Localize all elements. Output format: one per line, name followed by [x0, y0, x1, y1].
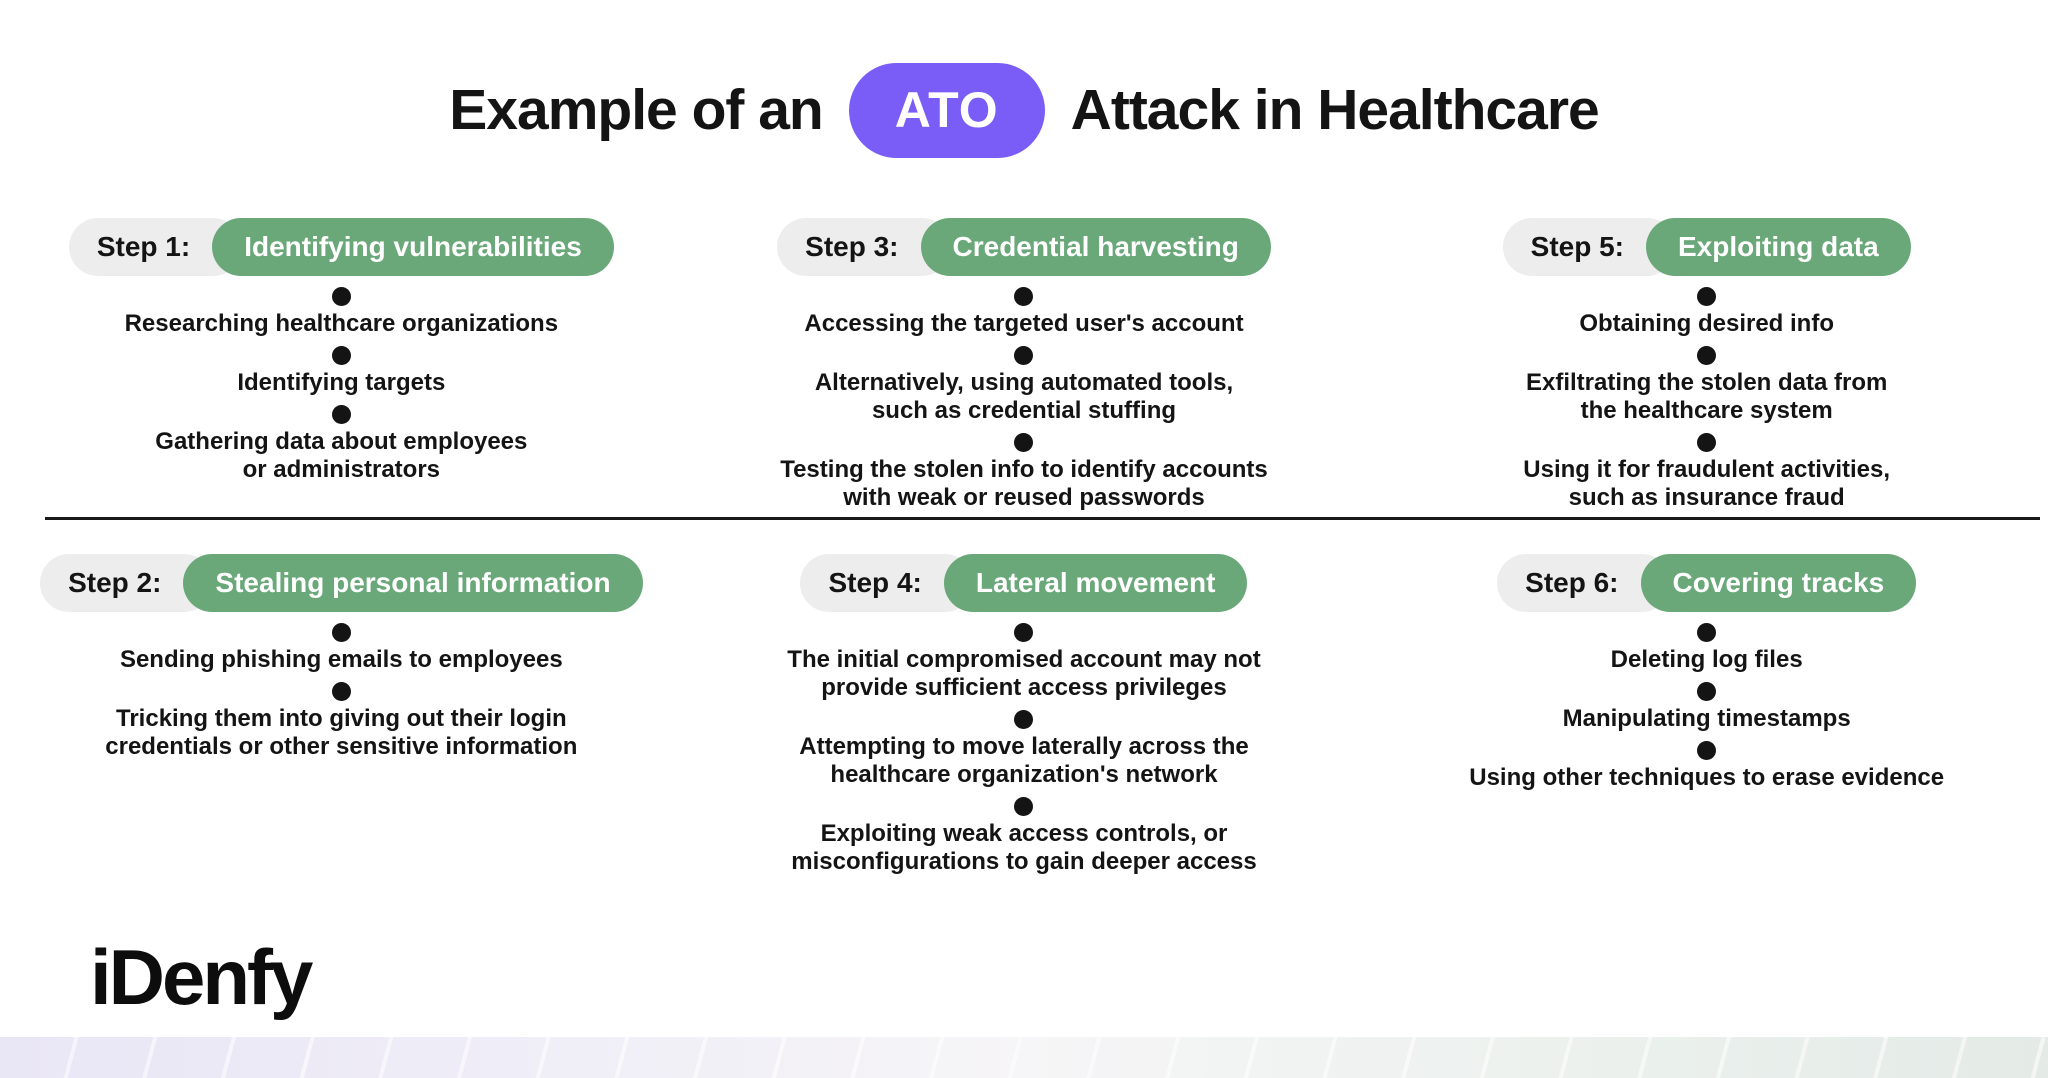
connector-dot — [331, 682, 351, 702]
step-item-line: or administrators — [242, 456, 441, 484]
title-prefix: Example of an — [449, 78, 823, 142]
step-item-line: credentials or other sensitive informati… — [105, 733, 578, 761]
step-item: Alternatively, using automated tools,suc… — [815, 369, 1233, 425]
connector-dot — [1014, 797, 1034, 817]
step-header: Step 1: Identifying vulnerabilities — [68, 218, 614, 277]
connector-dot — [331, 287, 351, 307]
step-item-line: Obtaining desired info — [1579, 310, 1834, 338]
step-item-line: The initial compromised account may not — [787, 646, 1261, 674]
step-item-line: Gathering data about employees — [155, 428, 528, 456]
step-item: Identifying targets — [237, 369, 445, 397]
step-header: Step 3: Credential harvesting — [777, 218, 1271, 277]
step-header: Step 5: Exploiting data — [1502, 218, 1911, 277]
step-title-pill: Credential harvesting — [920, 218, 1271, 277]
step-item: Sending phishing emails to employees — [120, 646, 563, 674]
step-item-line: Identifying targets — [237, 369, 446, 397]
bottom-gradient-strip — [0, 1037, 2048, 1078]
step-item: Manipulating timestamps — [1563, 705, 1851, 733]
step-header: Step 6: Covering tracks — [1497, 554, 1917, 613]
step-title-pill: Exploiting data — [1646, 218, 1911, 277]
connector-dot — [331, 346, 351, 366]
steps-row-bottom: Step 2: Stealing personal information Se… — [0, 554, 2048, 876]
connector-dot — [1014, 623, 1034, 643]
step-item: Obtaining desired info — [1579, 310, 1834, 338]
step-card: Step 3: Credential harvesting Accessing … — [683, 218, 1366, 512]
step-card: Step 2: Stealing personal information Se… — [0, 554, 683, 761]
step-item: Accessing the targeted user's account — [804, 310, 1243, 338]
connector-dot — [1697, 287, 1717, 307]
step-item-line: such as insurance fraud — [1568, 484, 1845, 512]
step-item-line: with weak or reused passwords — [843, 484, 1205, 512]
step-item-line: Testing the stolen info to identify acco… — [780, 456, 1268, 484]
step-item-line: Sending phishing emails to employees — [119, 646, 563, 674]
step-title-pill: Covering tracks — [1640, 554, 1917, 613]
step-item-line: Using it for fraudulent activities, — [1523, 456, 1891, 484]
step-card: Step 5: Exploiting data Obtaining desire… — [1365, 218, 2048, 512]
step-item-line: healthcare organization's network — [830, 761, 1218, 789]
step-item: Using it for fraudulent activities,such … — [1523, 456, 1890, 512]
step-title-pill: Identifying vulnerabilities — [212, 218, 614, 277]
step-item-line: Tricking them into giving out their logi… — [116, 705, 567, 733]
steps-row-top: Step 1: Identifying vulnerabilities Rese… — [0, 218, 2048, 517]
step-item-line: Researching healthcare organizations — [124, 310, 559, 338]
step-item-line: Exploiting weak access controls, or — [820, 820, 1228, 848]
row-divider — [45, 517, 2040, 520]
connector-dot — [1014, 287, 1034, 307]
step-card: Step 4: Lateral movement The initial com… — [683, 554, 1366, 876]
page-title: Example of an ATO Attack in Healthcare — [0, 54, 2048, 166]
step-item-line: Accessing the targeted user's account — [804, 310, 1244, 338]
step-item-line: the healthcare system — [1580, 397, 1833, 425]
connector-dot — [331, 405, 351, 425]
connector-dot — [1697, 433, 1717, 453]
connector-dot — [1014, 433, 1034, 453]
connector-dot — [1014, 346, 1034, 366]
connector-dot — [331, 623, 351, 643]
step-item: Testing the stolen info to identify acco… — [780, 456, 1268, 512]
step-item-line: Exfiltrating the stolen data from — [1525, 369, 1888, 397]
step-item-line: Attempting to move laterally across the — [799, 733, 1249, 761]
ato-badge: ATO — [848, 62, 1045, 158]
step-card: Step 1: Identifying vulnerabilities Rese… — [0, 218, 683, 484]
step-title-pill: Stealing personal information — [183, 554, 643, 613]
connector-dot — [1014, 710, 1034, 730]
title-suffix: Attack in Healthcare — [1070, 78, 1600, 142]
step-card: Step 6: Covering tracks Deleting log fil… — [1365, 554, 2048, 792]
step-title-pill: Lateral movement — [943, 554, 1248, 613]
connector-dot — [1697, 741, 1717, 761]
step-number-pill: Step 5: — [1502, 218, 1676, 277]
connector-dot — [1697, 346, 1717, 366]
step-item-line: Using other techniques to erase evidence — [1469, 764, 1945, 792]
step-item: Researching healthcare organizations — [125, 310, 558, 338]
idenfy-logo: iDenfy — [90, 933, 313, 1021]
step-item: Deleting log files — [1611, 646, 1803, 674]
step-item-line: Alternatively, using automated tools, — [814, 369, 1234, 397]
step-item: Tricking them into giving out their logi… — [105, 705, 577, 761]
step-item-line: misconfigurations to gain deeper access — [791, 848, 1257, 876]
step-item: Using other techniques to erase evidence — [1469, 764, 1944, 792]
step-header: Step 2: Stealing personal information — [40, 554, 643, 613]
step-item-line: provide sufficient access privileges — [821, 674, 1227, 702]
step-item-line: Manipulating timestamps — [1562, 705, 1851, 733]
connector-dot — [1697, 682, 1717, 702]
connector-dot — [1697, 623, 1717, 643]
step-item-line: such as credential stuffing — [871, 397, 1177, 425]
step-header: Step 4: Lateral movement — [800, 554, 1248, 613]
step-item-line: Deleting log files — [1610, 646, 1803, 674]
